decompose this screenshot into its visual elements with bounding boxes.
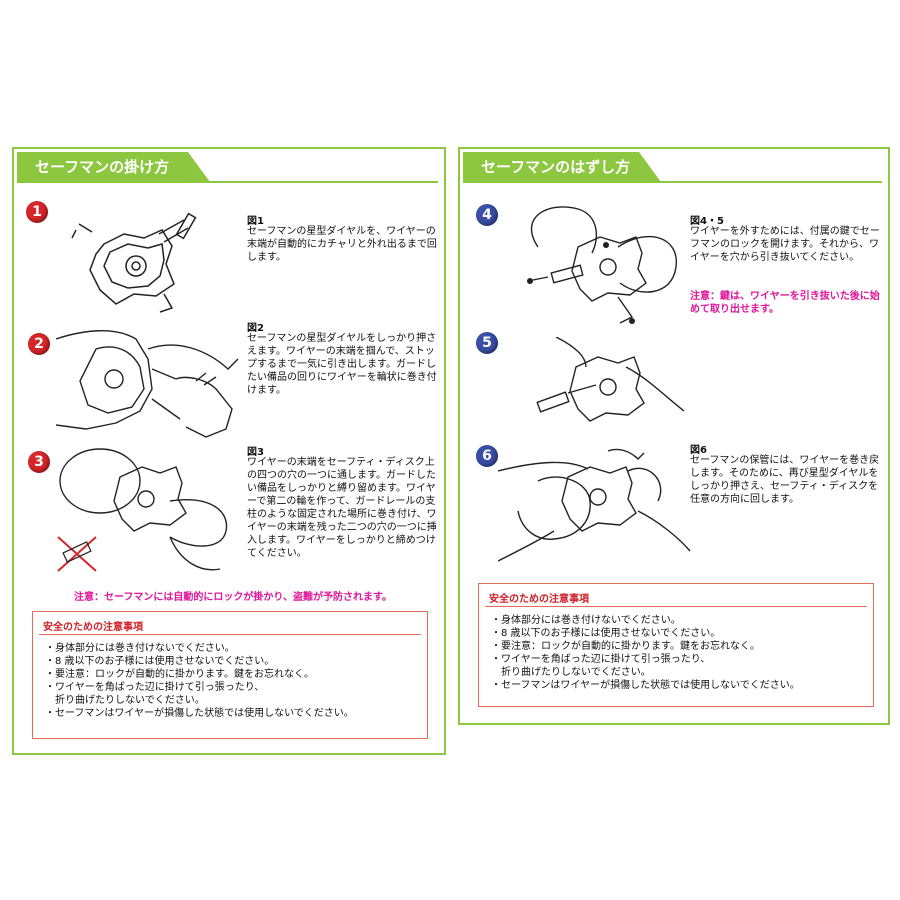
step5-illustration [536, 337, 685, 422]
panel-title: セーフマンのはずし方 [463, 152, 661, 182]
step-number-2: 2 [28, 333, 50, 355]
fig2-title: 図2 [247, 323, 264, 334]
step1-illustration [71, 212, 197, 313]
panel-attach: セーフマンの掛け方 1 図1 セーフマンの星型ダイヤルを、ワイヤーの末端が自動的… [12, 147, 446, 755]
fig45-title: 図4・5 [690, 216, 724, 227]
title-underline [463, 181, 882, 183]
title-underline [17, 181, 438, 183]
safety-box: 安全のための注意事項 ・身体部分には巻き付けないでください。 ・8 歳以下のお子… [32, 611, 428, 739]
fig1-title: 図1 [247, 216, 264, 227]
safety-title: 安全のための注意事項 [43, 622, 143, 633]
safety-item: ・要注意：ロックが自動的に掛かります。鍵をお忘れなく。 [45, 669, 314, 680]
step4-illustration [527, 206, 677, 324]
safety-divider [485, 606, 867, 607]
safety-item: ・身体部分には巻き付けないでください。 [45, 643, 235, 654]
fig45-text: ワイヤーを外すためには、付属の鍵でセーフマンのロックを開けます。それから、ワイヤ… [690, 226, 880, 263]
safety-box: 安全のための注意事項 ・身体部分には巻き付けないでください。 ・8 歳以下のお子… [478, 583, 874, 707]
safety-list: ・身体部分には巻き付けないでください。 ・8 歳以下のお子様には使用させないでく… [45, 642, 354, 720]
step-number-5: 5 [476, 332, 498, 354]
step-number-6: 6 [476, 445, 498, 467]
safety-list: ・身体部分には巻き付けないでください。 ・8 歳以下のお子様には使用させないでく… [491, 614, 800, 692]
step-number-4: 4 [476, 204, 498, 226]
step2-illustration [56, 330, 239, 438]
safety-item: ・セーフマンはワイヤーが損傷した状態では使用しないでください。 [45, 708, 354, 719]
step-number-1: 1 [26, 201, 48, 223]
safety-title: 安全のための注意事項 [489, 594, 589, 605]
safety-item: ・ワイヤーを角ばった辺に掛けて引っ張ったり、 折り曲げたりしないでください。 [45, 682, 265, 706]
fig6-text: セーフマンの保管には、ワイヤーを巻き戻します。そのために、再び星型ダイヤルをしっ… [690, 455, 880, 505]
safety-item: ・8 歳以下のお子様には使用させないでください。 [491, 628, 721, 639]
safety-divider [39, 634, 421, 635]
safety-item: ・ワイヤーを角ばった辺に掛けて引っ張ったり、 折り曲げたりしないでください。 [491, 654, 711, 678]
step-number-3: 3 [28, 451, 50, 473]
step6-illustration [498, 448, 691, 562]
safety-item: ・要注意：ロックが自動的に掛かります。鍵をお忘れなく。 [491, 641, 760, 652]
panel-title: セーフマンの掛け方 [17, 152, 210, 182]
fig3-text: ワイヤーの末端をセーフティ・ディスク上の四つの穴の一つに通します。ガードしたい備… [247, 457, 437, 559]
safety-item: ・8 歳以下のお子様には使用させないでください。 [45, 656, 275, 667]
fig1-text: セーフマンの星型ダイヤルを、ワイヤーの末端が自動的にカチャリと外れ出るまで回しま… [247, 226, 437, 263]
caution-note: 注意：セーフマンには自動的にロックが掛かり、盗難が予防されます。 [74, 592, 392, 603]
safety-item: ・身体部分には巻き付けないでください。 [491, 615, 681, 626]
panel-detach: セーフマンのはずし方 4 図4・5 ワイヤーを外すためには、付属の鍵でセーフマン… [458, 147, 890, 725]
safety-item: ・セーフマンはワイヤーが損傷した状態では使用しないでください。 [491, 680, 800, 691]
step3-illustration [57, 448, 228, 572]
fig2-text: セーフマンの星型ダイヤルをしっかり押さえます。ワイヤーの末端を掴んで、ストップす… [247, 333, 437, 396]
fig3-title: 図3 [247, 447, 264, 458]
caution-note: 注意：鍵は、ワイヤーを引き抜いた後に始めて取り出せます。 [690, 291, 880, 315]
fig6-title: 図6 [690, 445, 707, 456]
